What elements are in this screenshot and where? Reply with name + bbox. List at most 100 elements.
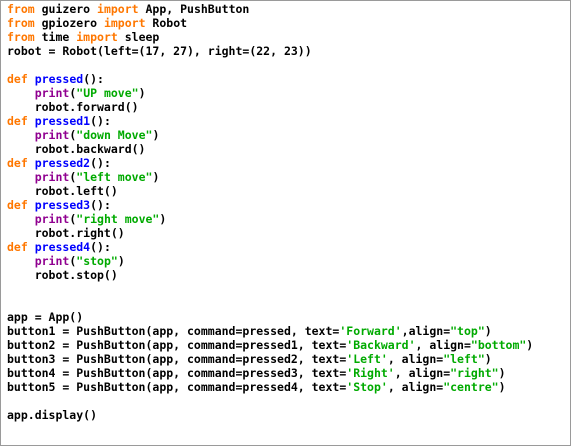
- code-line[interactable]: def pressed():: [7, 72, 533, 86]
- code-line[interactable]: app = App(): [7, 310, 533, 324]
- string-token: "down Move": [76, 128, 153, 142]
- keyword-token: import: [76, 30, 118, 44]
- code-token: sleep: [117, 30, 160, 44]
- code-line[interactable]: robot.stop(): [7, 268, 533, 282]
- keyword-token: import: [97, 2, 139, 16]
- code-token: gpiozero: [34, 16, 104, 30]
- code-line[interactable]: app.display(): [7, 408, 533, 422]
- code-token: , align=: [387, 352, 444, 366]
- builtin-token: print: [34, 212, 70, 226]
- code-line[interactable]: robot.forward(): [7, 100, 533, 114]
- code-token: ): [484, 324, 492, 338]
- code-token: (: [69, 212, 77, 226]
- code-token: button5 = PushButton(app, command=presse…: [7, 380, 347, 394]
- code-token: ): [484, 352, 492, 366]
- code-line[interactable]: def pressed4():: [7, 240, 533, 254]
- code-token: ():: [90, 198, 111, 212]
- code-token: ():: [83, 72, 104, 86]
- code-line[interactable]: print("stop"): [7, 254, 533, 268]
- code-token: Robot: [145, 16, 188, 30]
- code-line[interactable]: ​: [7, 394, 533, 408]
- code-token: app = App(): [7, 310, 84, 324]
- code-line[interactable]: button4 = PushButton(app, command=presse…: [7, 366, 533, 380]
- code-token: [28, 72, 35, 86]
- string-token: "top": [450, 324, 485, 338]
- builtin-token: print: [34, 254, 70, 268]
- code-token: App, PushButton: [138, 2, 250, 16]
- code-line[interactable]: print("right move"): [7, 212, 533, 226]
- code-token: button1 = PushButton(app, command=presse…: [7, 324, 340, 338]
- code-line[interactable]: def pressed1():: [7, 114, 533, 128]
- code-token: [7, 128, 35, 142]
- code-token: robot.forward(): [7, 100, 139, 114]
- function-name-token: pressed: [34, 72, 84, 86]
- string-token: 'Right': [346, 366, 395, 380]
- code-line[interactable]: robot.left(): [7, 184, 533, 198]
- code-token: button3 = PushButton(app, command=presse…: [7, 352, 347, 366]
- string-token: "left": [443, 352, 485, 366]
- code-line[interactable]: print("left move"): [7, 170, 533, 184]
- keyword-token: def: [7, 198, 28, 212]
- code-line[interactable]: from gpiozero import Robot: [7, 16, 533, 30]
- string-token: 'Left': [346, 352, 388, 366]
- string-token: 'Stop': [346, 380, 388, 394]
- code-line[interactable]: button1 = PushButton(app, command=presse…: [7, 324, 533, 338]
- code-token: ): [152, 128, 160, 142]
- code-line[interactable]: robot.backward(): [7, 142, 533, 156]
- code-line[interactable]: button5 = PushButton(app, command=presse…: [7, 380, 533, 394]
- string-token: 'Backward': [346, 338, 416, 352]
- code-line[interactable]: ​: [7, 296, 533, 310]
- code-token: app.display(): [7, 408, 98, 422]
- code-token: ): [152, 170, 160, 184]
- code-line[interactable]: robot.right(): [7, 226, 533, 240]
- string-token: "right": [450, 366, 499, 380]
- keyword-token: from: [7, 2, 35, 16]
- code-token: guizero: [34, 2, 98, 16]
- code-line[interactable]: ​: [7, 58, 533, 72]
- code-token: [28, 240, 35, 254]
- code-token: (: [69, 128, 77, 142]
- string-token: "UP move": [76, 86, 139, 100]
- function-name-token: pressed3: [34, 198, 91, 212]
- builtin-token: print: [34, 86, 70, 100]
- string-token: "bottom": [470, 338, 527, 352]
- code-token: ():: [90, 156, 111, 170]
- code-token: [28, 198, 35, 212]
- code-token: (: [69, 86, 77, 100]
- code-line[interactable]: button2 = PushButton(app, command=presse…: [7, 338, 533, 352]
- code-line[interactable]: from guizero import App, PushButton: [7, 2, 533, 16]
- code-line[interactable]: print("UP move"): [7, 86, 533, 100]
- code-token: ():: [90, 240, 111, 254]
- code-line[interactable]: print("down Move"): [7, 128, 533, 142]
- code-line[interactable]: def pressed2():: [7, 156, 533, 170]
- code-line[interactable]: robot = Robot(left=(17, 27), right=(22, …: [7, 44, 533, 58]
- code-line[interactable]: ​: [7, 282, 533, 296]
- code-line[interactable]: from time import sleep: [7, 30, 533, 44]
- builtin-token: print: [34, 170, 70, 184]
- code-token: [7, 254, 35, 268]
- function-name-token: pressed4: [34, 240, 91, 254]
- code-token: ): [159, 212, 167, 226]
- string-token: "left move": [76, 170, 153, 184]
- keyword-token: from: [7, 30, 35, 44]
- keyword-token: import: [103, 16, 146, 30]
- code-token: [7, 170, 35, 184]
- code-token: robot.right(): [7, 226, 125, 240]
- code-line[interactable]: button3 = PushButton(app, command=presse…: [7, 352, 533, 366]
- code-token: robot.left(): [7, 184, 118, 198]
- code-line[interactable]: def pressed3():: [7, 198, 533, 212]
- code-token: , align=: [394, 366, 451, 380]
- function-name-token: pressed2: [34, 156, 91, 170]
- string-token: 'Forward': [339, 324, 402, 338]
- string-token: "stop": [76, 254, 118, 268]
- code-token: (: [69, 170, 77, 184]
- code-token: ): [117, 254, 125, 268]
- string-token: "right move": [76, 212, 160, 226]
- string-token: "centre": [443, 380, 499, 394]
- keyword-token: def: [7, 240, 28, 254]
- code-token: ): [498, 366, 506, 380]
- code-token: robot.backward(): [7, 142, 146, 156]
- code-token: [28, 114, 35, 128]
